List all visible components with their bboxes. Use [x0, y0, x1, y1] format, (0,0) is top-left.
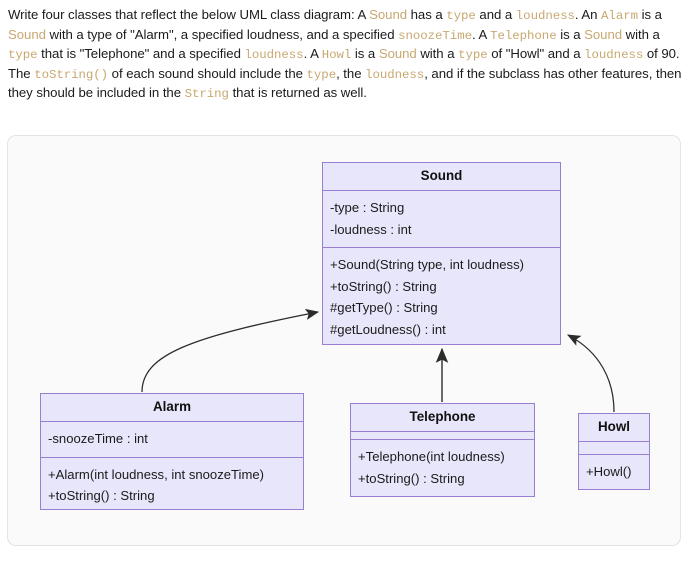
- prompt-segment: Sound: [378, 46, 417, 62]
- prompt-segment: Howl: [321, 48, 352, 63]
- prompt-segment: with a: [622, 26, 660, 42]
- uml-attribute-compartment: [579, 442, 649, 455]
- prompt-segment: toString(): [34, 67, 109, 82]
- prompt-segment: of "Howl" and a: [487, 46, 585, 62]
- prompt-segment: . A: [471, 26, 491, 42]
- uml-method: #getLoudness() : int: [330, 321, 446, 337]
- uml-attribute-compartment: [351, 432, 534, 440]
- uml-class-sound: Sound -type : String -loudness : int +Sound…: [322, 162, 561, 345]
- uml-method: +Howl(): [586, 463, 632, 479]
- prompt-segment: that is "Telephone" and a specified: [37, 46, 245, 62]
- prompt-segment: snoozeTime: [398, 28, 472, 43]
- prompt-segment: loudness: [365, 67, 425, 82]
- prompt-segment: type: [446, 9, 476, 23]
- uml-method: +Sound(String type, int loudness): [330, 257, 524, 272]
- uml-attribute: -snoozeTime : int: [48, 431, 148, 446]
- uml-attribute-compartment: -type : String -loudness : int: [323, 191, 560, 248]
- uml-attribute: -loudness : int: [330, 221, 412, 237]
- prompt-segment: loudness: [584, 48, 644, 63]
- prompt-segment: . An: [574, 7, 602, 22]
- prompt-segment: , the: [336, 65, 366, 81]
- prompt-segment: type: [306, 67, 337, 82]
- uml-method: +Alarm(int loudness, int snoozeTime): [48, 466, 265, 482]
- prompt-segment: is a: [637, 7, 662, 22]
- uml-attribute-compartment: -snoozeTime : int: [41, 422, 303, 458]
- prompt-segment: is a: [351, 46, 379, 62]
- prompt-segment: Sound: [369, 7, 408, 22]
- prompt-segment: Sound: [8, 26, 46, 42]
- uml-class-alarm: Alarm -snoozeTime : int +Alarm(int loudnes…: [40, 393, 304, 510]
- prompt-segment: with a: [416, 46, 459, 62]
- prompt-segment: of each sound should include the: [108, 65, 307, 81]
- prompt-segment: loudness: [244, 48, 304, 63]
- prompt-segment: loudness: [515, 9, 575, 23]
- uml-method: +toString() : String: [330, 278, 437, 294]
- prompt-segment: type: [8, 48, 38, 63]
- uml-class-telephone: Telephone +Telephone(int loudness) +toStri…: [350, 403, 535, 497]
- prompt-segment: has a: [407, 7, 447, 22]
- uml-class-name: Sound: [323, 163, 560, 191]
- uml-method: +toString() : String: [358, 470, 465, 486]
- prompt-segment: and a: [475, 7, 516, 22]
- prompt-segment: Write four classes that reflect the belo…: [8, 7, 370, 22]
- prompt-segment: , and if the subclass has other features…: [8, 65, 682, 101]
- uml-method-compartment: +Alarm(int loudness, int snoozeTime) +toS…: [41, 458, 303, 514]
- prompt-segment: that is returned as well.: [228, 85, 367, 101]
- uml-method-compartment: +Telephone(int loudness) +toString() : St…: [351, 440, 534, 496]
- uml-method: #getType() : String: [330, 300, 438, 315]
- prompt-segment: type: [458, 48, 488, 63]
- uml-method-compartment: +Howl(): [579, 455, 649, 490]
- prompt-segment: of 90. The: [8, 46, 680, 81]
- uml-class-name: Howl: [579, 414, 649, 442]
- prompt-segment: String: [184, 87, 229, 102]
- prompt-segment: is a: [556, 26, 585, 42]
- uml-class-name: Alarm: [41, 394, 303, 422]
- uml-method: +Telephone(int loudness): [358, 449, 505, 464]
- prompt-segment: Alarm: [601, 9, 638, 23]
- prompt-segment: . A: [303, 46, 322, 62]
- uml-method: +toString() : String: [48, 488, 155, 503]
- uml-class-howl: Howl +Howl(): [578, 413, 650, 490]
- prompt-segment: Telephone: [490, 28, 557, 43]
- uml-class-name: Telephone: [351, 404, 534, 432]
- uml-attribute: -type : String: [330, 200, 405, 215]
- uml-method-compartment: +Sound(String type, int loudness) +toStri…: [323, 248, 560, 347]
- prompt-segment: Sound: [584, 26, 623, 42]
- question-prompt: Write four classes that reflect the belo…: [8, 6, 684, 104]
- prompt-segment: with a type of "Alarm", a specified loud…: [45, 26, 399, 42]
